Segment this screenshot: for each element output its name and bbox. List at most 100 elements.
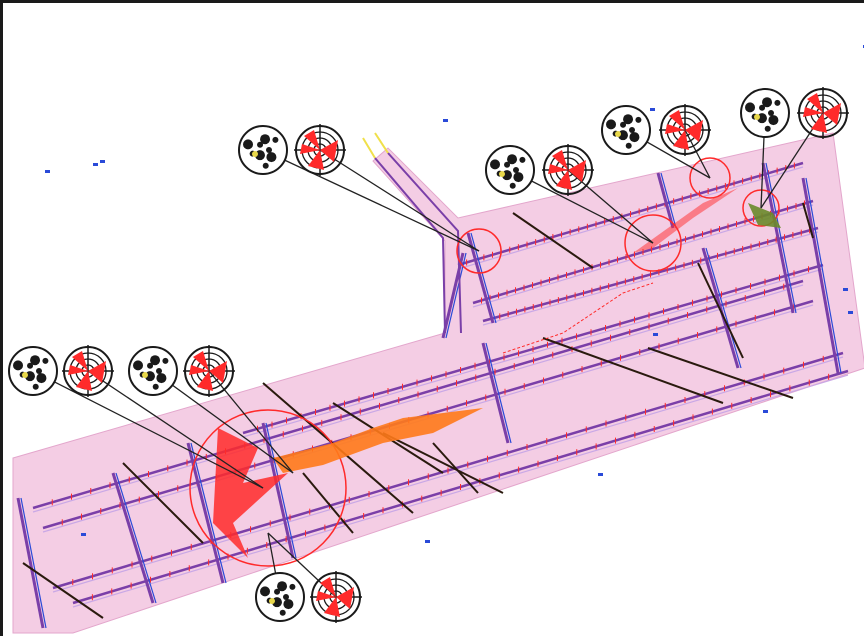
fault-3	[382, 432, 504, 494]
rose-diagram-petals	[548, 150, 586, 190]
circle-target-accent	[22, 372, 28, 378]
pair-left-b-leader-a	[152, 370, 294, 474]
circle-target-blob	[774, 99, 781, 106]
circle-target-blob	[156, 373, 167, 384]
circle-target-blob	[768, 110, 774, 116]
crosscut-edge-0	[20, 497, 47, 629]
roadway-network	[16, 132, 849, 629]
anomaly-zones	[189, 157, 781, 567]
crosscut-edge-4	[445, 252, 467, 339]
anomaly-fill-green	[748, 203, 781, 228]
pair-left-b-leader-b	[208, 370, 294, 474]
circle-target-blob	[764, 125, 771, 132]
circle-target-accent	[142, 372, 148, 378]
pair-top-right-a	[601, 104, 711, 156]
crosscut-edge-7	[705, 247, 742, 369]
crosscut-edge-10	[660, 172, 677, 229]
mine-plan-drawing	[8, 45, 864, 634]
circle-target-blob	[257, 141, 264, 148]
rose-diagram-petals	[300, 130, 338, 170]
survey-point	[848, 311, 853, 314]
pair-top-center	[485, 144, 594, 196]
survey-point	[653, 333, 658, 336]
circle-target-blob	[272, 136, 279, 143]
circle-target-blob	[745, 102, 756, 113]
anomaly-fill-red	[213, 428, 288, 558]
fault-6	[647, 347, 794, 399]
circle-target-blob	[635, 116, 642, 123]
circle-target-blob	[504, 161, 511, 168]
roadway-edge-7	[242, 268, 824, 438]
fault-4	[512, 212, 594, 269]
pair-top-center-leader-a	[509, 169, 654, 244]
roadway-edge-5	[472, 204, 814, 308]
pair-top-right-b	[740, 87, 849, 139]
circle-target-blob	[513, 172, 524, 183]
anomaly-fill-orange	[273, 408, 483, 473]
circle-target-blob	[156, 368, 162, 374]
circle-target-blob	[623, 114, 634, 125]
incline-shaft	[374, 157, 446, 334]
circle-target-blob	[762, 97, 773, 108]
pair-top-center-leader-b	[567, 169, 654, 244]
circle-target-blob	[768, 115, 779, 126]
circle-target-blob	[262, 162, 269, 169]
pair-top-left-leader-b	[319, 149, 480, 252]
rose-diagram-petals	[189, 351, 227, 391]
crosscut-9	[801, 177, 840, 374]
survey-point	[650, 108, 655, 111]
circle-target-blob	[27, 362, 34, 369]
circle-target-blob	[133, 360, 144, 371]
circle-target-blob	[36, 373, 47, 384]
rose-diagram-petals	[316, 577, 354, 617]
pair-top-left-leader-a	[262, 149, 480, 252]
circle-target-blob	[283, 594, 289, 600]
circle-target-blob	[13, 360, 24, 371]
roadway-edge-0	[32, 284, 804, 513]
anomaly-circle-1	[456, 228, 502, 274]
rose-diagram-icon	[184, 346, 234, 396]
circle-target-blob	[629, 132, 640, 143]
survey-point	[763, 410, 768, 413]
crosscut-edge-5	[485, 342, 512, 444]
rose-diagram-petals	[68, 351, 106, 391]
fault-11	[802, 202, 814, 239]
circle-target-blob	[620, 121, 627, 128]
fault-10	[432, 442, 479, 494]
crosscut-0	[16, 497, 45, 629]
circle-target-blob	[152, 383, 159, 390]
circle-target-blob	[277, 581, 288, 592]
circle-target-blob	[519, 156, 526, 163]
circle-target-blob	[606, 119, 617, 130]
circle-target-accent	[615, 131, 621, 137]
circle-target-blob	[147, 362, 154, 369]
survey-point	[443, 119, 448, 122]
anomaly-circle-large	[189, 409, 347, 567]
circle-target-blob	[629, 127, 635, 133]
survey-point	[100, 160, 105, 163]
circle-target-blob	[266, 152, 277, 163]
circle-target-blob	[625, 142, 632, 149]
circle-target-blob	[513, 167, 519, 173]
survey-point	[425, 540, 430, 543]
circle-target-accent	[754, 114, 760, 120]
anomaly-circle-2	[624, 214, 682, 272]
roadway-edge-3	[72, 374, 849, 608]
survey-point	[843, 288, 848, 291]
circle-target-blob	[279, 609, 286, 616]
rose-diagram-icon	[798, 88, 848, 138]
circle-target-accent	[269, 598, 275, 604]
pair-left-a-leader-b	[87, 370, 264, 489]
circle-target-accent	[252, 151, 258, 157]
fault-7	[697, 262, 744, 359]
anomaly-circle-3	[689, 157, 731, 199]
circle-target-blob	[507, 154, 518, 165]
circle-target-blob	[509, 182, 516, 189]
circle-target-blob	[162, 357, 169, 364]
survey-points	[45, 45, 864, 543]
crosscut-edge-8	[765, 162, 797, 314]
rosette-markers	[8, 87, 849, 623]
crosscut-edge-1	[115, 472, 157, 604]
crosscut-3	[261, 422, 295, 559]
